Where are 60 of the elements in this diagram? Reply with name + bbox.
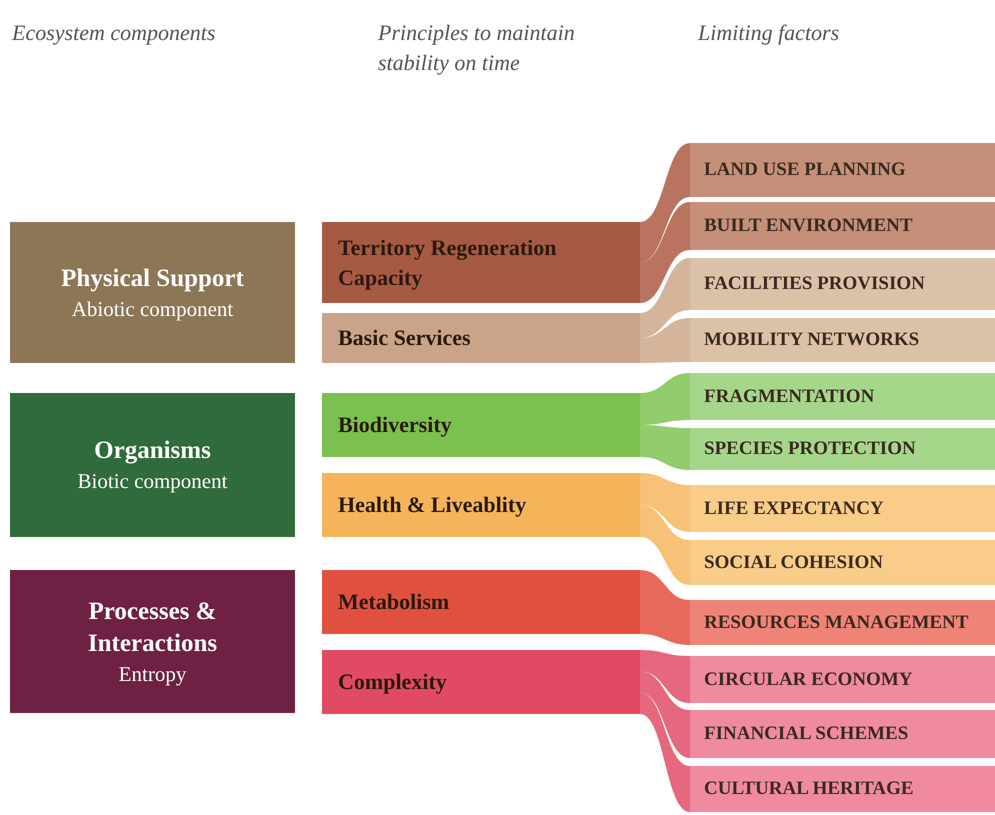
ribbon-connector xyxy=(640,692,690,812)
component-box xyxy=(10,393,295,537)
box-title: LIFE EXPECTANCY xyxy=(704,498,885,520)
box-title: BUILT ENVIRONMENT xyxy=(704,215,914,237)
box-subtitle: Biotic component xyxy=(78,468,228,495)
box-title: FACILITIES PROVISION xyxy=(704,273,926,295)
column-header: Principles to maintain stability on time xyxy=(378,19,576,77)
factor-band xyxy=(690,202,995,250)
ribbon-connector xyxy=(640,373,690,425)
box-title: Basic Services xyxy=(338,324,472,352)
factor-band xyxy=(690,600,995,645)
principle-box xyxy=(322,650,640,714)
factor-band xyxy=(690,258,995,310)
ribbon-connector xyxy=(640,318,690,363)
box-title: FRAGMENTATION xyxy=(704,386,876,408)
box-subtitle: Entropy xyxy=(118,660,186,688)
box-title: Metabolism xyxy=(338,588,450,616)
box-title: Processes & Interactions xyxy=(86,596,218,658)
column-header: Limiting factors xyxy=(698,19,840,47)
factor-band xyxy=(690,540,995,585)
ribbon-connector xyxy=(640,671,690,758)
factor-band xyxy=(690,318,995,362)
ribbon-connector xyxy=(640,473,690,532)
box-title: CULTURAL HERITAGE xyxy=(704,778,915,800)
principle-box xyxy=(322,222,640,303)
column-header: Ecosystem components xyxy=(12,19,216,47)
principle-box xyxy=(322,570,640,634)
box-title: Territory Regeneration Capacity xyxy=(338,234,558,292)
component-box xyxy=(10,222,295,363)
box-title: Physical Support xyxy=(61,264,244,294)
box-title: Organisms xyxy=(94,436,211,466)
factor-band xyxy=(690,428,995,470)
principle-box xyxy=(322,473,640,537)
box-title: Biodiversity xyxy=(338,411,453,439)
box-title: SOCIAL COHESION xyxy=(704,552,884,574)
box-title: CIRCULAR ECONOMY xyxy=(704,668,914,690)
component-box xyxy=(10,570,295,713)
ribbon-connector xyxy=(640,202,690,303)
box-title: MOBILITY NETWORKS xyxy=(704,329,920,351)
factor-band xyxy=(690,373,995,420)
factor-band xyxy=(690,766,995,812)
ribbon-connector xyxy=(640,143,690,262)
box-title: RESOURCES MANAGEMENT xyxy=(704,612,970,634)
ribbon-connector xyxy=(640,258,690,338)
ribbon-connector xyxy=(640,505,690,585)
box-title: Complexity xyxy=(338,668,448,696)
principle-box xyxy=(322,313,640,363)
factor-band xyxy=(690,656,995,703)
factor-band xyxy=(690,710,995,758)
ribbon-connector xyxy=(640,425,690,470)
ribbon-connector xyxy=(640,570,690,645)
box-title: SPECIES PROTECTION xyxy=(704,438,917,460)
factor-band xyxy=(690,485,995,532)
box-title: FINANCIAL SCHEMES xyxy=(704,723,910,745)
box-title: Health & Liveablity xyxy=(338,491,528,519)
factor-band xyxy=(690,143,995,197)
principle-box xyxy=(322,393,640,457)
box-title: LAND USE PLANNING xyxy=(704,159,907,181)
box-subtitle: Abiotic component xyxy=(72,296,234,322)
ribbon-connector xyxy=(640,650,690,703)
